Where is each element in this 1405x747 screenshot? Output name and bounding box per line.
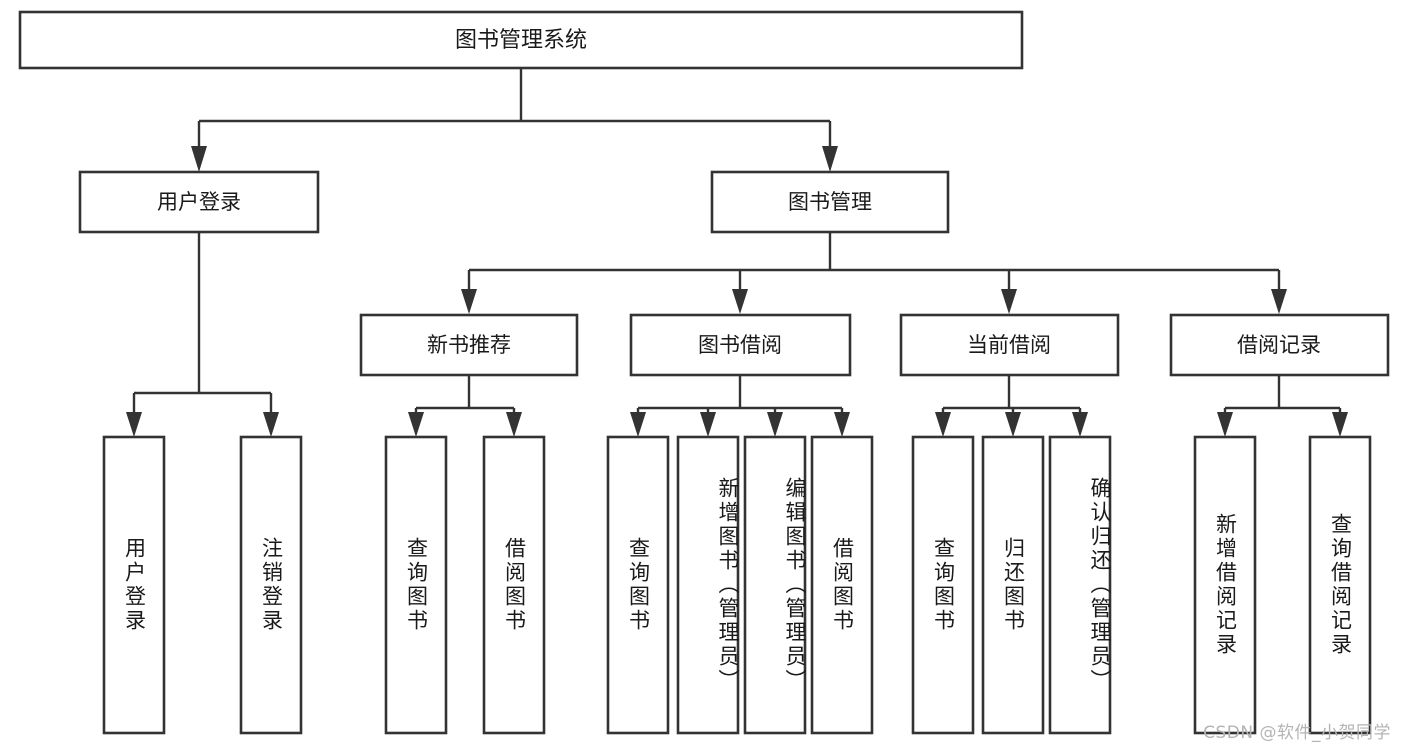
node-leaf-add-borrow-record[interactable] <box>1193 435 1257 735</box>
arrowhead-to-leaf-borrow-book-new <box>506 412 522 437</box>
edge-currentborrow-bus <box>941 375 1082 418</box>
node-root[interactable]: 图书管理系统 <box>18 10 1024 70</box>
node-leaf-confirm-return-admin[interactable] <box>1048 435 1112 735</box>
arrowhead-to-leaf-return-book <box>1005 412 1021 437</box>
node-leaf-query-book-new[interactable] <box>384 435 448 735</box>
arrowhead-to-book-borrow <box>732 289 748 314</box>
node-current-borrow[interactable]: 当前借阅 <box>899 313 1120 377</box>
connector-layer <box>126 68 1348 437</box>
edge-userlogin-bus <box>132 232 273 418</box>
node-book-borrow[interactable]: 图书借阅 <box>629 313 852 377</box>
node-book-manage[interactable]: 图书管理 <box>710 170 950 234</box>
arrowhead-to-leaf-edit-book-admin <box>767 412 783 437</box>
csdn-watermark: CSDN @软件_小贺同学 <box>1203 723 1391 743</box>
node-user-login-label: 用户登录 <box>157 190 241 214</box>
edge-newbook-bus <box>414 375 516 418</box>
arrowhead-to-leaf-query-book-current <box>935 412 951 437</box>
node-new-book-recommend-label: 新书推荐 <box>427 333 511 357</box>
arrowhead-to-user-login <box>191 146 207 172</box>
node-leaf-query-book-current[interactable] <box>911 435 975 735</box>
arrowhead-to-leaf-query-book-new <box>408 412 424 437</box>
edge-root-bus <box>197 68 832 152</box>
arrowhead-to-leaf-query-book-borrow <box>630 412 646 437</box>
node-leaf-query-borrow-record[interactable] <box>1308 435 1372 735</box>
leaf-rect-layer <box>102 435 1372 735</box>
node-book-borrow-label: 图书借阅 <box>698 333 782 357</box>
arrowhead-to-borrow-record <box>1271 289 1287 314</box>
arrowhead-to-new-book-recommend <box>461 289 477 314</box>
node-leaf-return-book[interactable] <box>981 435 1045 735</box>
arrowhead-to-leaf-logout-login <box>263 412 279 437</box>
node-current-borrow-label: 当前借阅 <box>967 333 1051 357</box>
node-layer: 图书管理系统 用户登录 图书管理 新书推荐 图书借阅 当前 <box>18 10 1390 735</box>
edge-bookborrow-bus <box>636 375 844 418</box>
node-book-manage-label: 图书管理 <box>788 190 872 214</box>
edge-borrowrecord-bus <box>1223 375 1342 418</box>
node-leaf-logout-login[interactable] <box>239 435 303 735</box>
arrowhead-to-leaf-add-borrow-record <box>1217 412 1233 437</box>
node-leaf-borrow-book-new[interactable] <box>482 435 546 735</box>
node-borrow-record-label: 借阅记录 <box>1237 333 1321 357</box>
node-leaf-user-login[interactable] <box>102 435 166 735</box>
node-leaf-edit-book-admin[interactable] <box>743 435 807 735</box>
arrowhead-to-book-manage <box>822 146 838 172</box>
node-borrow-record[interactable]: 借阅记录 <box>1169 313 1390 377</box>
node-new-book-recommend[interactable]: 新书推荐 <box>359 313 579 377</box>
arrowhead-to-leaf-add-book-admin <box>700 412 716 437</box>
arrowhead-to-leaf-query-borrow-record <box>1332 412 1348 437</box>
node-leaf-add-book-admin[interactable] <box>676 435 740 735</box>
arrowhead-to-leaf-borrow-book <box>834 412 850 437</box>
edge-bookmanage-bus <box>467 232 1281 296</box>
node-leaf-borrow-book[interactable] <box>810 435 874 735</box>
arrowhead-to-leaf-confirm-return-admin <box>1072 412 1088 437</box>
arrowhead-to-leaf-user-login <box>126 412 142 437</box>
node-root-label: 图书管理系统 <box>455 28 587 53</box>
arrowhead-to-current-borrow <box>1001 289 1017 314</box>
node-user-login[interactable]: 用户登录 <box>78 170 320 234</box>
node-leaf-query-book-borrow[interactable] <box>606 435 670 735</box>
